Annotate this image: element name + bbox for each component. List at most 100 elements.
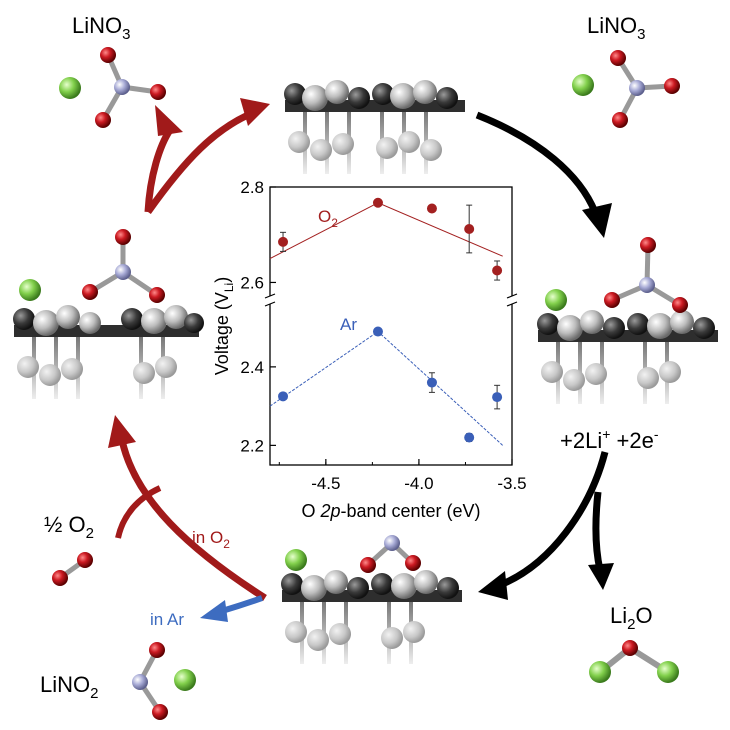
red-arrow-oxygen-feed	[115, 485, 162, 539]
oxygen-atom	[149, 642, 165, 658]
label-li2o: Li2O	[610, 603, 653, 633]
blue-arrowhead-left	[200, 600, 228, 622]
oxygen-atom	[77, 552, 93, 568]
red-arrow-to-top-surface	[145, 108, 257, 215]
oxygen-atom	[622, 640, 638, 656]
oxygen-atom	[115, 229, 131, 245]
data-point-O2	[464, 224, 475, 234]
axis-break-gap	[266, 296, 516, 304]
label-in-ar: in Ar	[150, 610, 184, 629]
label-lino3-top-right: LiNO3	[587, 13, 645, 43]
axis-break-mark	[264, 293, 276, 299]
oxygen-atom	[149, 287, 165, 303]
oxygen-atom	[100, 47, 116, 63]
red-arrowhead-up	[155, 105, 183, 136]
x-axis-label: O 2p-band center (eV)	[301, 501, 480, 521]
axis-break-mark	[506, 301, 518, 307]
label-in-o2: in O2	[192, 528, 230, 551]
data-point-O2	[492, 265, 503, 276]
red-arrowhead-up-left	[108, 415, 136, 448]
nitrite-adsorbed-bottom	[285, 535, 421, 573]
label-lino2: LiNO2	[40, 672, 98, 702]
lithium-atom	[59, 77, 81, 99]
y-tick-label: 2.2	[240, 436, 264, 455]
oxygen-atom	[95, 112, 111, 128]
black-arrow-li2o-branch	[592, 491, 604, 571]
li2o-molecule	[589, 640, 679, 683]
axis-break-mark	[506, 293, 518, 299]
nitrogen-atom	[639, 277, 655, 293]
oxygen-atom	[152, 704, 168, 720]
label-half-o2: ½ O2	[44, 512, 94, 542]
oxygen-atom	[52, 570, 68, 586]
lithium-atom	[174, 669, 196, 691]
lithium-atom	[657, 661, 679, 683]
label-electrons: +2Li+ +2e-	[560, 426, 659, 453]
oxygen-atom	[612, 112, 628, 128]
data-point-Ar	[492, 392, 503, 403]
chart-frame	[269, 186, 513, 466]
data-point-O2	[278, 236, 289, 247]
nitrogen-atom	[114, 79, 130, 95]
black-arrow-reduction	[498, 451, 609, 589]
lino3-molecule-top-left	[59, 47, 166, 128]
nitrate-adsorbed-left	[19, 229, 165, 303]
lino2-molecule	[132, 642, 196, 720]
data-point-Ar	[372, 326, 383, 337]
nitrogen-atom	[115, 264, 131, 280]
surface-right	[537, 310, 718, 404]
surface-top	[284, 80, 465, 174]
x-tick-label: -3.5	[497, 474, 526, 493]
y-tick-label: 2.4	[240, 358, 264, 377]
lithium-atom	[19, 279, 41, 301]
series-label-O2: O2	[318, 207, 338, 230]
data-point-O2	[426, 203, 437, 214]
oxygen-atom	[405, 555, 421, 571]
lithium-atom	[285, 549, 307, 571]
y-tick-label: 2.8	[240, 178, 264, 197]
data-point-Ar	[426, 377, 437, 388]
red-arrow-reoxidation	[118, 439, 267, 601]
black-arrowhead-left	[478, 571, 508, 600]
lino3-molecule-top-right	[572, 50, 680, 128]
data-point-Ar	[278, 391, 289, 402]
y-axis-label: Voltage (VLi)	[212, 277, 236, 375]
oxygen-atom	[150, 84, 166, 100]
oxygen-atom	[82, 284, 98, 300]
nitrogen-atom	[629, 80, 645, 96]
series-label-Ar: Ar	[340, 315, 357, 334]
black-arrowhead-down	[588, 563, 614, 590]
data-point-Ar	[464, 432, 475, 443]
red-arrowhead-right	[240, 98, 270, 126]
red-arrow-release-nitrate	[144, 128, 173, 213]
voltage-chart: -4.5 -4.0 -3.5 2.6 2.8 2.2 2.4 O 2p-band center…	[212, 178, 527, 521]
label-lino3-top-left: LiNO3	[72, 13, 130, 43]
oxygen-atom	[360, 557, 376, 573]
oxygen-atom	[640, 237, 656, 253]
y-tick-label: 2.6	[240, 273, 264, 292]
lithium-atom	[572, 74, 594, 96]
x-tick-label: -4.5	[311, 474, 340, 493]
nitrate-adsorbed-right	[545, 237, 688, 313]
x-tick-label: -4.0	[404, 474, 433, 493]
oxygen-atom	[610, 50, 626, 66]
nitrogen-atom	[384, 535, 400, 551]
oxygen-molecule	[52, 552, 93, 586]
black-arrowhead-down-right	[582, 203, 612, 238]
oxygen-atom	[672, 297, 688, 313]
surface-back-atoms	[288, 131, 442, 161]
blue-arrow-in-ar	[221, 595, 263, 614]
oxygen-atom	[604, 292, 620, 308]
surface-atoms	[284, 80, 458, 111]
lithium-atom	[545, 289, 567, 311]
nitrogen-atom	[132, 674, 148, 690]
lithium-atom	[589, 661, 611, 683]
black-arrow-adsorb-nitrate	[475, 111, 599, 214]
cycle-arrows	[108, 98, 614, 622]
oxygen-atom	[664, 78, 680, 94]
data-point-O2	[372, 197, 383, 208]
surface-bottom	[281, 570, 462, 664]
axis-break-mark	[264, 301, 276, 307]
surface-left	[13, 305, 204, 399]
